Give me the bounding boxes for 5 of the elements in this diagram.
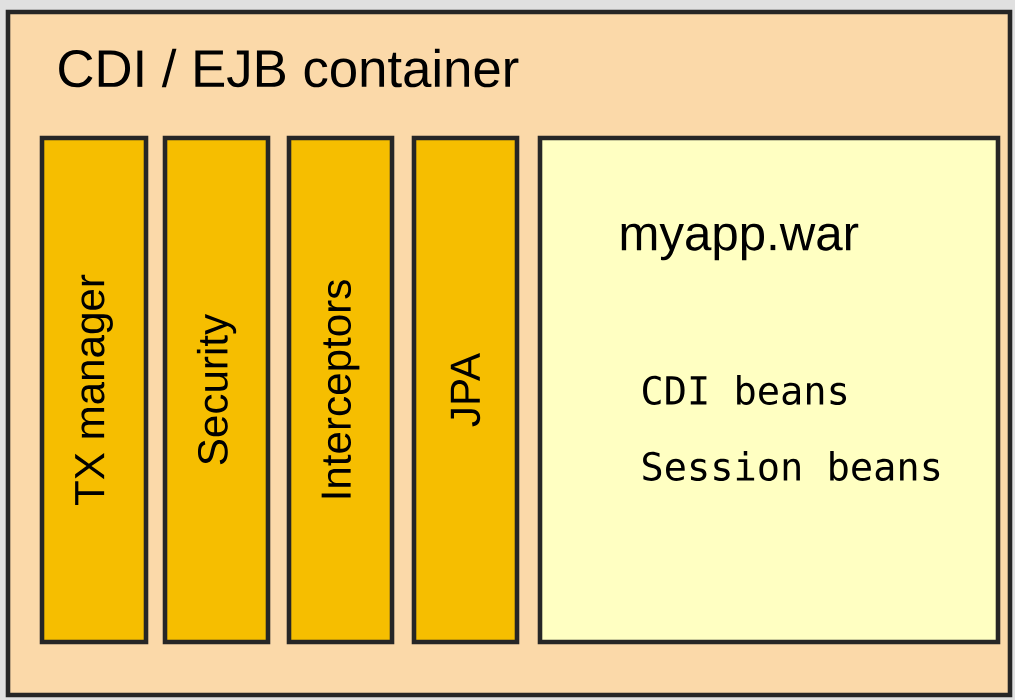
service-bar: Security [162,135,271,645]
service-bar: Interceptors [286,135,395,645]
module-box: myapp.war CDI beans Session beans [537,135,1001,645]
service-bar: JPA [411,135,520,645]
service-bar: TX manager [39,135,149,645]
